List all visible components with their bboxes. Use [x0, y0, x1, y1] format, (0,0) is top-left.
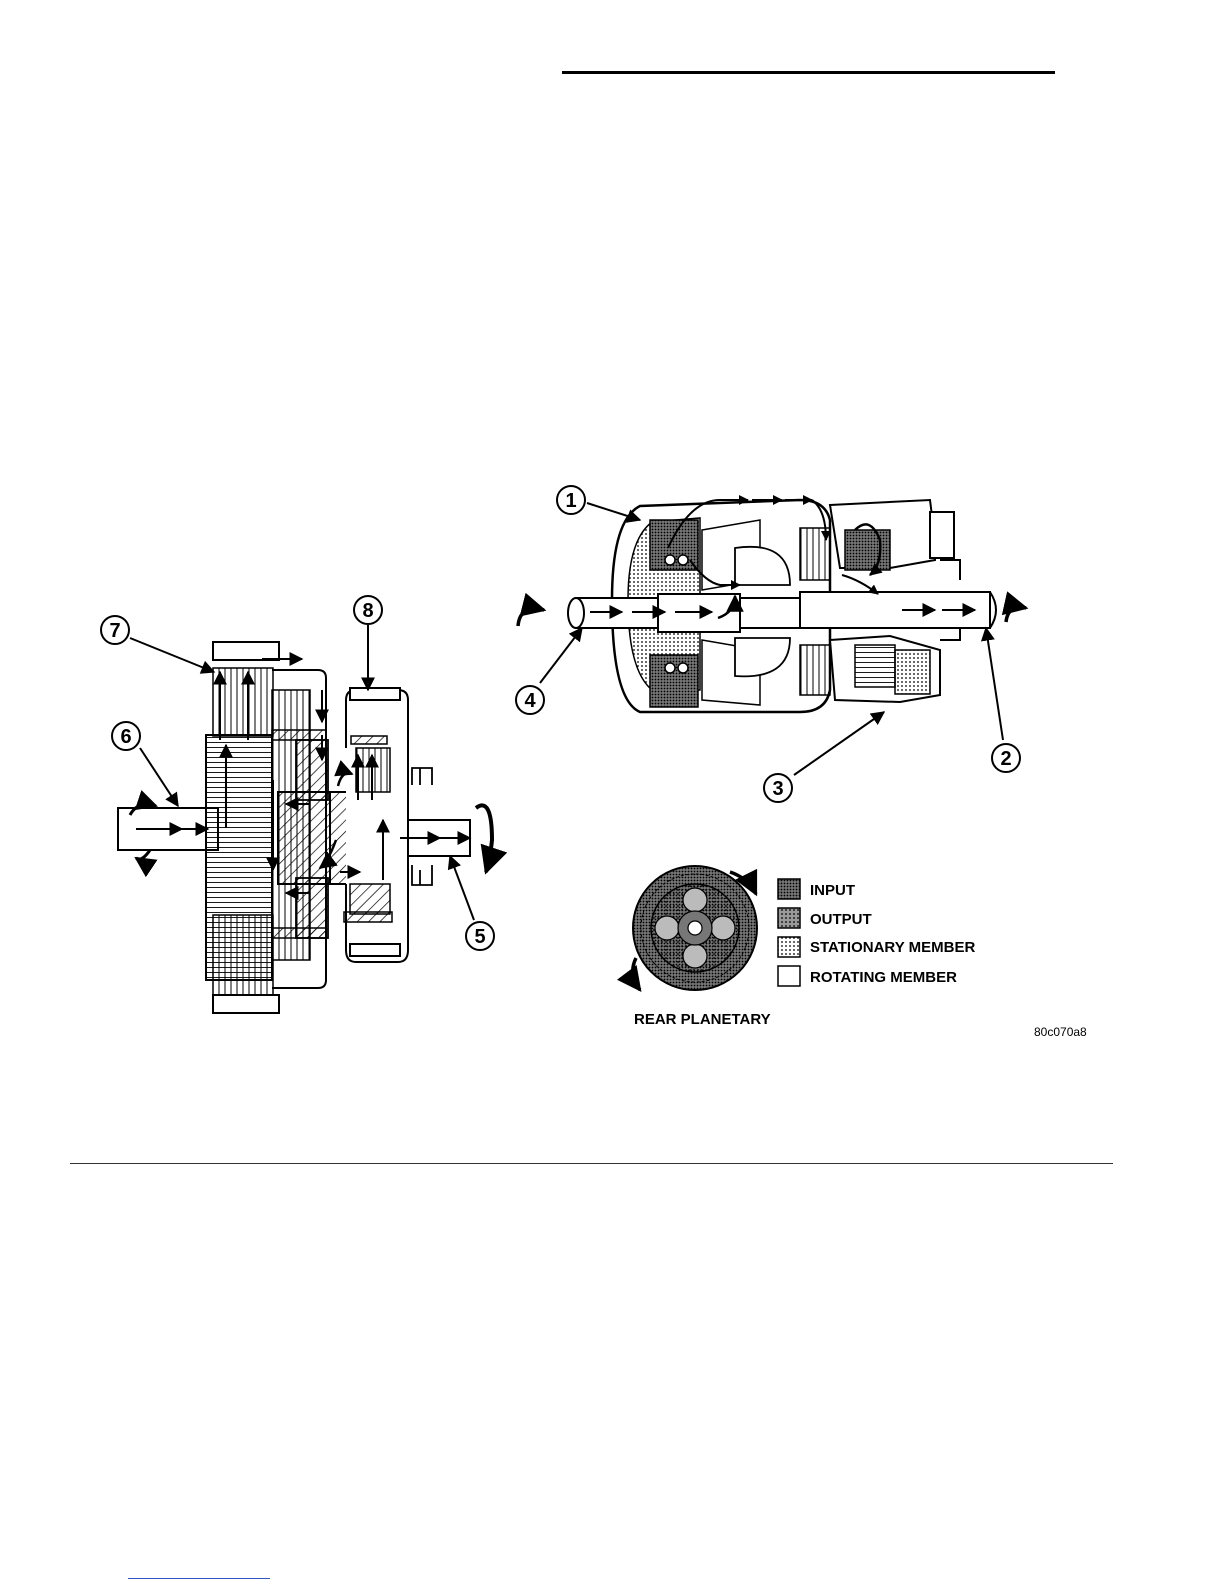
callout-label: 2: [1000, 748, 1011, 770]
shaft-bore: [688, 921, 702, 935]
legend-item-stationary: STATIONARY MEMBER: [778, 937, 975, 957]
callout-label: 4: [524, 690, 536, 712]
legend-swatch-texture: [778, 908, 800, 928]
legend-item-output: OUTPUT: [778, 908, 872, 928]
callout-4: 4: [516, 686, 544, 714]
callout-6: 6: [112, 722, 140, 750]
callout-3: 3: [764, 774, 792, 802]
rotation-arrow: [136, 850, 150, 859]
rotation-arrow: [518, 609, 544, 626]
case-section: [895, 650, 930, 694]
planet-gear: [683, 888, 707, 912]
rotation-arrow: [1006, 607, 1026, 622]
carrier-bottom: [272, 928, 326, 938]
drum-cap-bottom: [213, 995, 279, 1013]
legend-swatch: [778, 879, 800, 899]
check-ball: [678, 663, 688, 673]
legend-swatch: [778, 937, 800, 957]
rotation-arrow: [633, 958, 640, 990]
legend-swatch: [778, 966, 800, 986]
leader-line-2: [986, 628, 1003, 740]
low-reverse-clutch: [855, 645, 895, 687]
leader-line-3: [794, 712, 884, 775]
callout-label: 7: [109, 620, 120, 642]
clutch-plates-upper: [213, 668, 273, 736]
legend-label: STATIONARY MEMBER: [810, 939, 975, 956]
callout-2: 2: [992, 744, 1020, 772]
rear-carrier-lower: [344, 912, 392, 922]
callout-label: 6: [120, 726, 131, 748]
rear-gears: [800, 645, 830, 695]
planet-gear: [711, 916, 735, 940]
leader-line-5: [450, 856, 474, 920]
drum-cap-top: [213, 642, 279, 660]
band-bottom: [350, 944, 400, 956]
input-shaft-end: [568, 598, 584, 628]
case-stub-bottom: [412, 865, 432, 885]
rear-gear-lower: [350, 884, 390, 914]
check-ball: [678, 555, 688, 565]
legend-label: OUTPUT: [810, 911, 872, 928]
sun-gear-front: [278, 792, 330, 884]
rear-carrier-upper: [351, 736, 387, 744]
band-top: [350, 688, 400, 700]
schematic-diagram: [118, 642, 492, 1013]
callout-7: 7: [101, 616, 129, 644]
legend-label: ROTATING MEMBER: [810, 969, 957, 986]
clutch-plates-lower: [213, 915, 273, 995]
rear-planetary-icon: [633, 866, 757, 990]
case-edge: [940, 560, 960, 580]
check-ball: [665, 663, 675, 673]
legend-label: INPUT: [810, 882, 855, 899]
cutaway-diagram: [518, 500, 1026, 712]
carrier-top: [272, 730, 326, 740]
rear-planetary-set: [845, 530, 890, 570]
case-stub-top: [412, 768, 432, 785]
check-ball: [665, 555, 675, 565]
figure-code: 80c070a8: [1034, 1025, 1087, 1039]
rear-clutch: [650, 655, 698, 707]
callout-label: 8: [362, 600, 373, 622]
output-bearing: [930, 512, 954, 558]
planet-gear: [683, 944, 707, 968]
callout-5: 5: [466, 922, 494, 950]
rotation-arrow: [476, 805, 492, 872]
callout-label: 3: [772, 778, 783, 800]
legend-item-rotating: ROTATING MEMBER: [778, 966, 957, 986]
planetary-caption: REAR PLANETARY: [634, 1011, 771, 1028]
leader-line-7: [130, 638, 214, 672]
legend-item-input: INPUT: [778, 879, 855, 899]
callout-label: 1: [565, 490, 576, 512]
callout-1: 1: [557, 486, 585, 514]
leader-line-4: [540, 628, 582, 683]
legend: INPUT OUTPUT STATIONARY MEMBER ROTATING …: [778, 879, 975, 986]
leader-line-6: [140, 748, 178, 806]
callout-8: 8: [354, 596, 382, 624]
planet-gear: [655, 916, 679, 940]
callout-label: 5: [474, 926, 485, 948]
